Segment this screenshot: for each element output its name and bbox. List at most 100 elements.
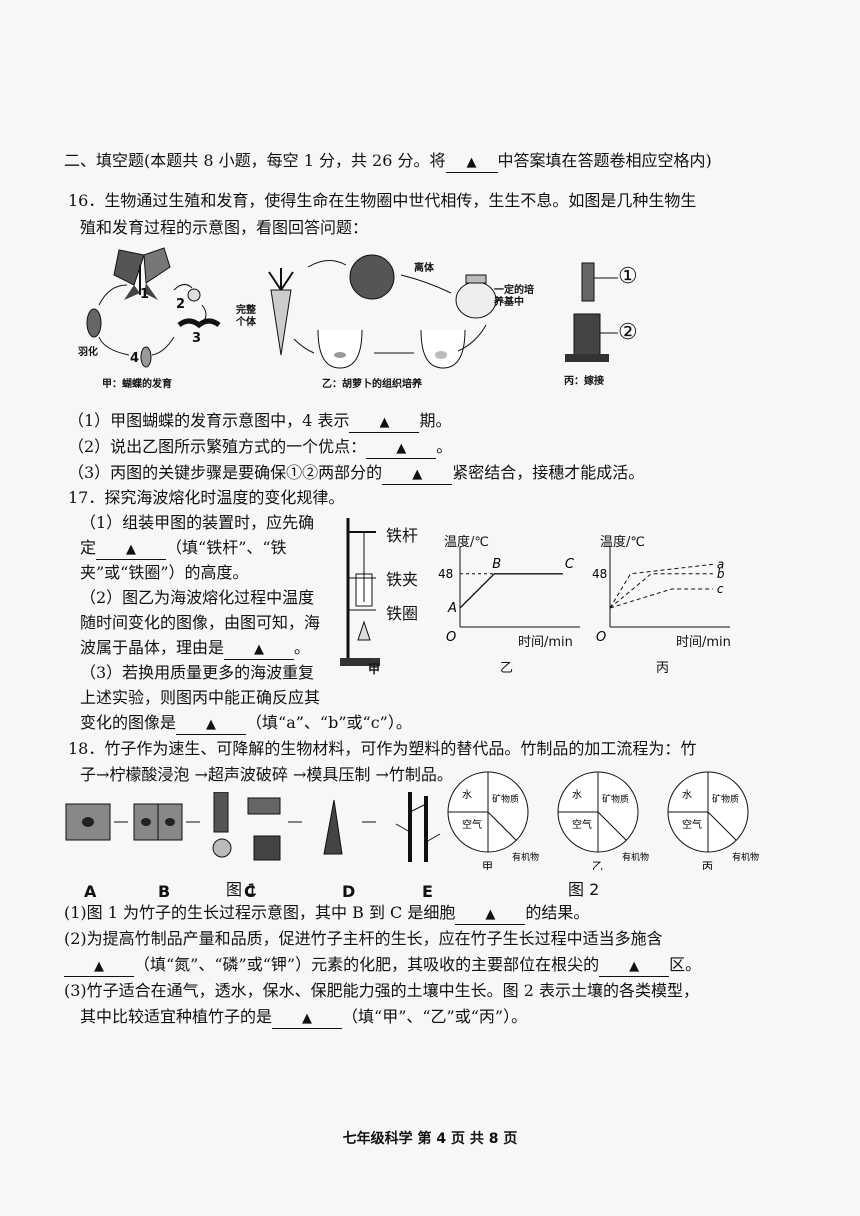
medium-label: 一定的培养基中 bbox=[494, 285, 534, 308]
stage-1-label: 1 bbox=[140, 287, 150, 302]
bamboo-shoot-icon bbox=[323, 799, 343, 855]
pie-2-mineral-label: 矿物质 bbox=[712, 793, 739, 805]
pie-1-water-label: 水 bbox=[572, 789, 582, 801]
q18-answer-blank-3[interactable]: ▲ bbox=[599, 958, 670, 977]
tissue-icon-4 bbox=[253, 835, 281, 861]
chart-bing-caption: 丙 bbox=[656, 661, 670, 676]
stage-4-label: 4 bbox=[130, 351, 140, 366]
tissue-culture-diagram bbox=[268, 254, 497, 369]
soil-models-figure: 水矿物质空气有机物甲水矿物质空气有机物乙水矿物质空气有机物丙 bbox=[446, 760, 776, 880]
grafting-diagram bbox=[565, 262, 618, 362]
bamboo-plant-icon bbox=[395, 792, 441, 862]
chart-yi-point-label-B: B bbox=[492, 557, 501, 572]
q18-intro-line2: 子→柠檬酸浸泡 →超声波破碎 →模具压制 →竹制品。 bbox=[80, 765, 453, 784]
pie-0-air-label: 空气 bbox=[462, 818, 482, 831]
q16-answer-blank-1[interactable]: ▲ bbox=[349, 414, 420, 433]
test-tube-right-icon bbox=[420, 329, 466, 369]
chart-yi-caption: 乙 bbox=[500, 661, 514, 676]
q17-line8: 上述实验，则图丙中能正确反应其 bbox=[80, 688, 321, 707]
chart-bing-origin: O bbox=[596, 630, 606, 645]
butterfly-cycle-diagram bbox=[86, 247, 221, 368]
chart-yi-48-tick: 48 bbox=[438, 567, 453, 581]
chrysalis-icon bbox=[140, 346, 152, 368]
pie-0-divider-d bbox=[487, 811, 517, 841]
apparatus-diagram bbox=[340, 518, 380, 666]
chart-yi-origin: O bbox=[446, 630, 456, 645]
tissue-icon-2 bbox=[247, 797, 281, 815]
q18-part2-line1: (2)为提高竹制品产量和品质，促进竹子主杆的生长，应在竹子生长过程中适当多施含 bbox=[64, 929, 663, 948]
q18-answer-blank-4[interactable]: ▲ bbox=[272, 1010, 343, 1029]
q17-line6: 波属于晶体，理由是▲。 bbox=[80, 637, 310, 660]
butterfly-figure: 1 2 3 4 羽化 甲：蝴蝶的发育 bbox=[74, 245, 234, 395]
chart-bing-curve-label-a: a bbox=[717, 557, 724, 571]
section-title: 二、填空题 bbox=[64, 151, 145, 170]
section-instructions-end: 中答案填在答题卷相应空格内) bbox=[497, 151, 712, 170]
chart-yi-point-label-A: A bbox=[447, 601, 457, 616]
chart-bing-curve-label-c: c bbox=[717, 582, 724, 596]
chart-yi-ylabel: 温度/℃ bbox=[444, 535, 489, 550]
q17-line2: 定▲（填“铁杆”、“铁 bbox=[80, 537, 287, 560]
q17-line9: 变化的图像是▲（填“a”、“b”或“c”）。 bbox=[80, 712, 412, 735]
complete-plant-label: 完整个体 bbox=[236, 305, 256, 328]
stage-d-label: D bbox=[342, 882, 356, 901]
iron-ring-label: 铁圈 bbox=[386, 604, 419, 623]
answer-mark: ▲ bbox=[445, 154, 498, 173]
carrot-figure: 离体 一定的培养基中 完整个体 乙：胡萝卜的组织培养 bbox=[236, 245, 536, 395]
stage-b-label: B bbox=[158, 882, 171, 901]
marker-2: ② bbox=[618, 320, 638, 345]
butterfly-icon bbox=[113, 247, 171, 300]
pie-2-caption: 丙 bbox=[702, 860, 713, 870]
isolated-label: 离体 bbox=[414, 263, 434, 274]
emergence-label: 羽化 bbox=[78, 347, 98, 358]
figure-2-label: 图 2 bbox=[568, 880, 600, 899]
marker-1: ① bbox=[618, 264, 638, 289]
q17-answer-blank-1[interactable]: ▲ bbox=[96, 541, 167, 560]
grafting-caption: 丙：嫁接 bbox=[564, 376, 604, 387]
chart-yi-line bbox=[459, 573, 563, 609]
pie-1-divider-d bbox=[597, 811, 627, 841]
stage-2-label: 2 bbox=[176, 297, 186, 312]
q18-part1: (1)图 1 为竹子的生长过程示意图，其中 B 到 C 是细胞▲的结果。 bbox=[64, 902, 589, 925]
stage-e-label: E bbox=[422, 882, 433, 901]
caterpillar-icon bbox=[177, 318, 221, 329]
chart-bing-48-tick: 48 bbox=[592, 567, 607, 581]
pie-0-caption: 甲 bbox=[482, 860, 493, 870]
egg-icon bbox=[187, 288, 201, 302]
iron-rod-label: 铁杆 bbox=[386, 526, 419, 545]
section-instructions: (本题共 8 小题，每空 1 分，共 26 分。将 bbox=[144, 151, 446, 170]
tissue-icon-3 bbox=[212, 838, 232, 858]
q18-answer-blank-1[interactable]: ▲ bbox=[455, 906, 526, 925]
q17-answer-blank-2[interactable]: ▲ bbox=[224, 641, 295, 660]
chart-yi-xlabel: 时间/min bbox=[518, 635, 573, 650]
q17-line3: 夹”或“铁圈”）的高度。 bbox=[80, 563, 249, 582]
q18-intro-line1: 18．竹子作为速生、可降解的生物材料，可作为塑料的替代品。竹制品的加工流程为：竹 bbox=[68, 739, 697, 758]
section-heading: 二、填空题(本题共 8 小题，每空 1 分，共 26 分。将▲中答案填在答题卷相… bbox=[64, 150, 712, 173]
q18-answer-blank-2[interactable]: ▲ bbox=[64, 958, 134, 977]
butterfly-caption: 甲：蝴蝶的发育 bbox=[102, 379, 172, 390]
grafting-figure: ① ② 丙：嫁接 bbox=[560, 258, 680, 398]
pie-0-water-label: 水 bbox=[462, 789, 472, 801]
q16-answer-blank-3[interactable]: ▲ bbox=[382, 466, 453, 485]
page-footer: 七年级科学 第 4 页 共 8 页 bbox=[342, 1131, 518, 1147]
q17-answer-blank-3[interactable]: ▲ bbox=[176, 716, 247, 735]
q16-answer-blank-2[interactable]: ▲ bbox=[366, 440, 437, 459]
tissue-icon-1 bbox=[213, 791, 229, 833]
chart-bing-curve-label-b: b bbox=[717, 567, 725, 581]
figure-1-label: 图 1 bbox=[226, 880, 258, 899]
stage-a-label: A bbox=[84, 882, 97, 901]
pie-1-mineral-label: 矿物质 bbox=[602, 793, 629, 805]
heating-apparatus-figure: 铁杆 铁夹 铁圈 甲 bbox=[340, 512, 435, 682]
bamboo-growth-figure: A B C D E bbox=[62, 791, 447, 902]
q16-part1: （1）甲图蝴蝶的发育示意图中，4 表示▲期。 bbox=[68, 410, 451, 433]
chart-bing-line-a bbox=[609, 563, 713, 609]
mass-comparison-chart: O 48 abc bbox=[592, 547, 730, 645]
pie-1-air-label: 空气 bbox=[572, 818, 592, 831]
q18-part2-line2: ▲（填“氮”、“磷”或“钾”）元素的化肥，其吸收的主要部位在根尖的▲区。 bbox=[64, 954, 701, 977]
q16-intro-line2: 殖和发育过程的示意图，看图回答问题： bbox=[80, 218, 369, 237]
pie-0-mineral-label: 矿物质 bbox=[492, 793, 519, 805]
pie-2-organic-label: 有机物 bbox=[732, 851, 759, 863]
q18-part3-line2: 其中比较适宜种植竹子的是▲（填“甲”、“乙”或“丙”）。 bbox=[80, 1006, 527, 1029]
pie-0-organic-label: 有机物 bbox=[512, 851, 539, 863]
